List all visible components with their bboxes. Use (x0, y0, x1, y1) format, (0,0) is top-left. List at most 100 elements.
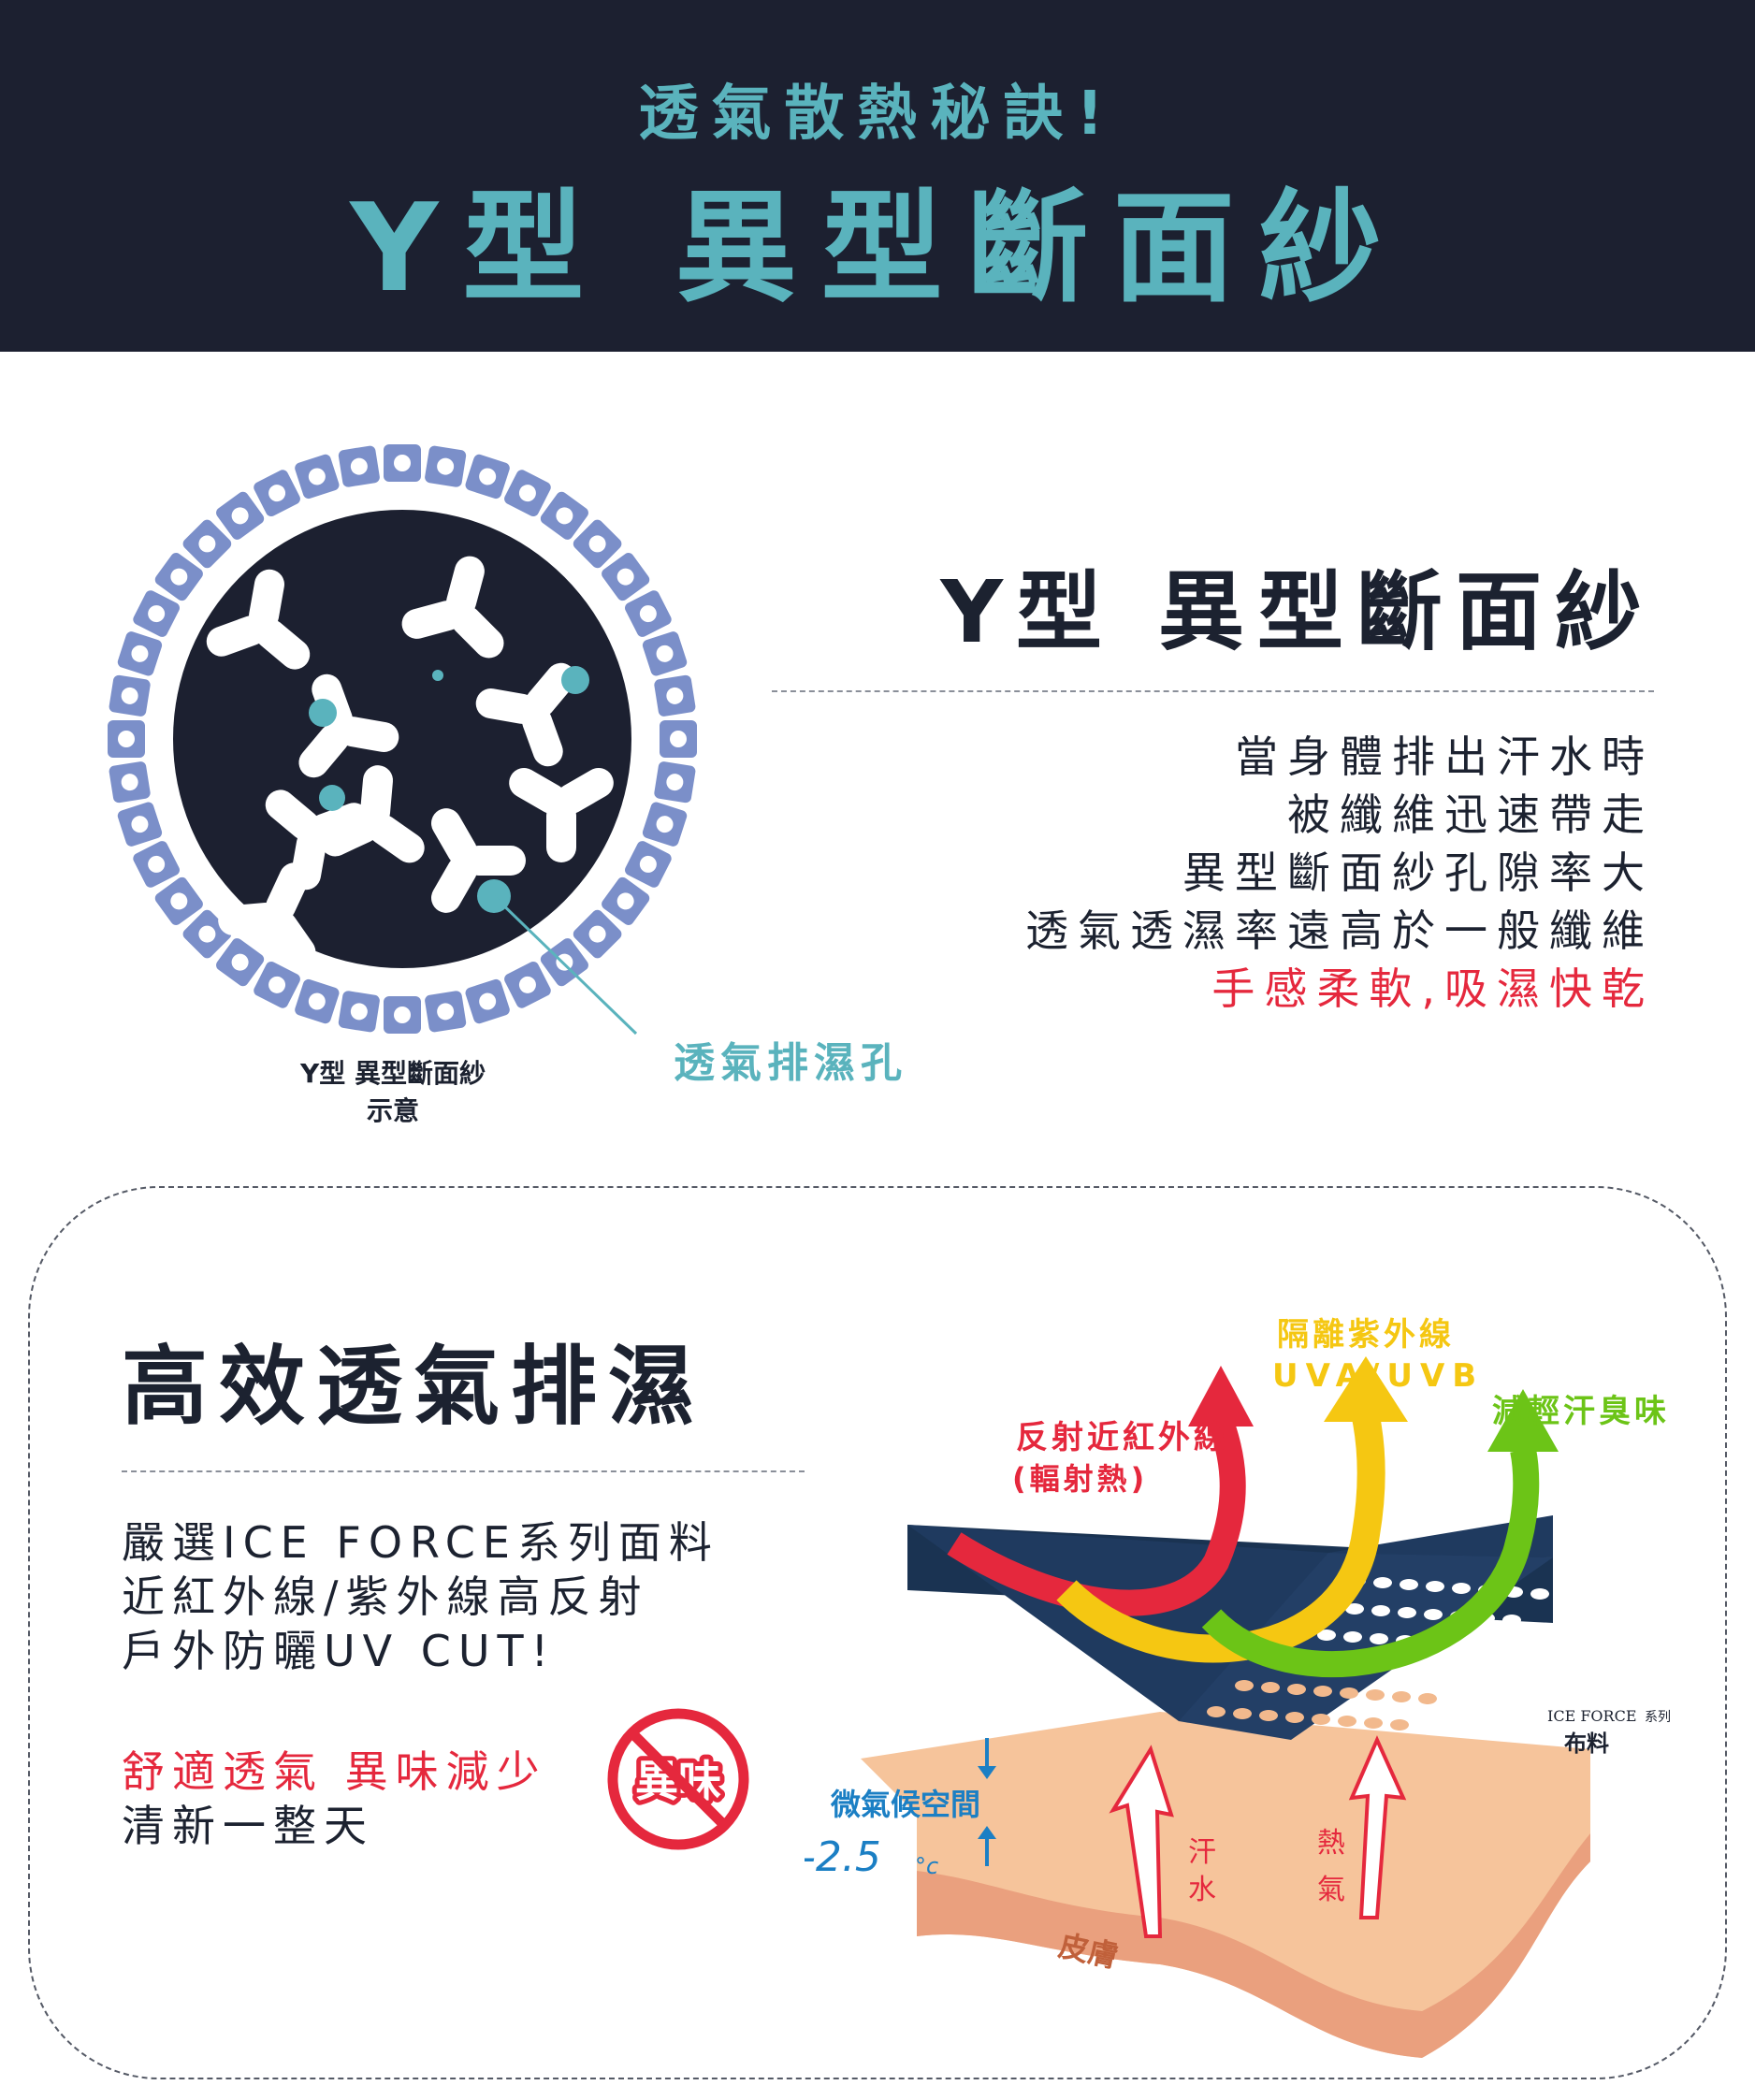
y-fiber (265, 789, 370, 891)
ring-bead (216, 938, 265, 987)
section2-description: 嚴選ICE FORCE系列面料 近紅外線/紫外線高反射 戶外防曬UV CUT! (122, 1515, 719, 1678)
section2-dark-line: 清新一整天 (122, 1801, 374, 1851)
ring-bead (625, 590, 672, 637)
sweat-label-1: 汗 (1188, 1836, 1216, 1869)
ring-bead (384, 444, 421, 482)
mesh-dot (1287, 1684, 1306, 1695)
mesh-dot (1338, 1716, 1356, 1727)
y-fiber (431, 808, 526, 913)
section1-divider (772, 690, 1654, 692)
mesh-dot (1207, 1706, 1226, 1717)
ring-bead (573, 909, 622, 959)
mesh-dot (1285, 1712, 1304, 1723)
skin-edge (917, 1833, 1590, 2058)
uv-label-1: 隔離紫外線 (1277, 1316, 1455, 1354)
no-odor-icon: 異味 異味 (607, 1708, 749, 1850)
mesh-dot (1400, 1579, 1418, 1590)
section1-line: 透氣透濕率遠高於一般纖維 (1025, 905, 1654, 956)
mesh-dot (1426, 1581, 1444, 1592)
mesh-dot (1424, 1609, 1443, 1620)
mesh-dot (1317, 1629, 1336, 1641)
ring-bead (425, 445, 467, 487)
ring-bead (384, 996, 421, 1034)
nir-label-1: 反射近紅外線 (1016, 1419, 1229, 1456)
mesh-dot (1392, 1691, 1411, 1702)
fabric-mesh (1179, 1553, 1553, 1740)
fabric-diagram: 皮膚 汗 水 熱 氣 微氣候空間 -2.5 °c 反射近紅外線 (輻射熱) 隔離… (805, 1316, 1671, 2058)
microclimate-label: 微氣候空間 (830, 1787, 980, 1822)
uv-arrowhead (1324, 1356, 1408, 1422)
mesh-dot (1446, 1667, 1465, 1678)
mesh-dot (1261, 1682, 1280, 1693)
mesh-dot (1233, 1708, 1252, 1719)
ring-bead (117, 802, 163, 847)
ring-bead (154, 876, 203, 925)
ring-bead (573, 519, 622, 569)
odor-arrow (1201, 1447, 1540, 1678)
ring-bead (295, 978, 340, 1024)
mesh-dot (1312, 1714, 1330, 1725)
temperature-unit: °c (915, 1853, 938, 1879)
mesh-dot (1420, 1665, 1439, 1676)
header-banner: 透氣散熱秘訣! Y型 異型斷面紗 (0, 0, 1755, 352)
mesh-dot (1313, 1686, 1332, 1697)
header-subtitle: 透氣散熱秘訣! (638, 80, 1117, 149)
ring-bead (540, 491, 588, 540)
ring-bead (654, 761, 696, 804)
odor-arrowhead (1487, 1389, 1559, 1452)
heat-label-2: 氣 (1317, 1874, 1345, 1906)
section2-line: 近紅外線/紫外線高反射 (122, 1571, 649, 1622)
ring-bead (133, 590, 180, 637)
ring-bead (602, 876, 650, 925)
ring-bead (625, 841, 672, 888)
mesh-dot (1235, 1680, 1254, 1691)
fiber-ring (108, 444, 697, 1034)
section2-red-line: 舒適透氣 異味減少 (122, 1746, 547, 1797)
brand-label: ICE FORCE (1547, 1707, 1637, 1725)
diagram-caption-line1: Y型 異型斷面紗 (299, 1058, 486, 1089)
section2-line: 戶外防曬UV CUT! (122, 1626, 557, 1676)
ring-bead (660, 720, 697, 758)
ring-bead (182, 519, 232, 569)
heat-arrow (1348, 1735, 1407, 1919)
nir-arrowhead (1188, 1366, 1254, 1427)
ring-bead (254, 470, 300, 516)
ring-bead (338, 991, 380, 1033)
sweat-label-2: 水 (1188, 1874, 1216, 1906)
down-arrow-icon (978, 1766, 996, 1779)
mesh-dot (1340, 1687, 1358, 1699)
y-fiber (401, 556, 504, 659)
header-title: Y型 異型斷面紗 (350, 177, 1405, 319)
brand-suffix: 系列 (1645, 1710, 1671, 1725)
sweat-arrow (1109, 1745, 1174, 1938)
mesh-dot (1371, 1605, 1390, 1616)
section1-line: 異型斷面紗孔隙率大 (1182, 847, 1654, 898)
diagram-caption: Y型 異型斷面紗 示意 (225, 1055, 561, 1130)
nir-label-2: (輻射熱) (1012, 1461, 1148, 1497)
ring-bead (465, 978, 510, 1024)
y-fiber-diagram (108, 444, 697, 1036)
ring-bead (109, 674, 151, 717)
up-arrow-icon (978, 1826, 996, 1839)
ring-bead (602, 553, 650, 601)
ring-bead (108, 720, 145, 758)
mesh-dot (1474, 1641, 1493, 1652)
skin-top (861, 1712, 1590, 2058)
ring-bead (425, 991, 467, 1033)
odor-label: 減輕汗臭味 (1492, 1393, 1670, 1430)
ring-bead (642, 631, 688, 676)
uv-arrow (1056, 1414, 1385, 1663)
nir-arrow (947, 1417, 1246, 1616)
fabric-label: 布料 (1564, 1731, 1609, 1757)
ring-bead (642, 802, 688, 847)
mesh-dot (1418, 1693, 1437, 1704)
diagram-caption-line2: 示意 (366, 1095, 419, 1126)
mesh-dot (1390, 1719, 1409, 1731)
y-fiber (206, 569, 311, 670)
mesh-dot (1373, 1577, 1392, 1588)
mesh-dot (1364, 1717, 1383, 1729)
mesh-dot (1398, 1607, 1416, 1618)
pore-label: 透氣排濕孔 (674, 1039, 907, 1087)
section1-line: 被纖維迅速帶走 (1287, 789, 1654, 840)
section1-line: 當身體排出汗水時 (1235, 731, 1654, 782)
